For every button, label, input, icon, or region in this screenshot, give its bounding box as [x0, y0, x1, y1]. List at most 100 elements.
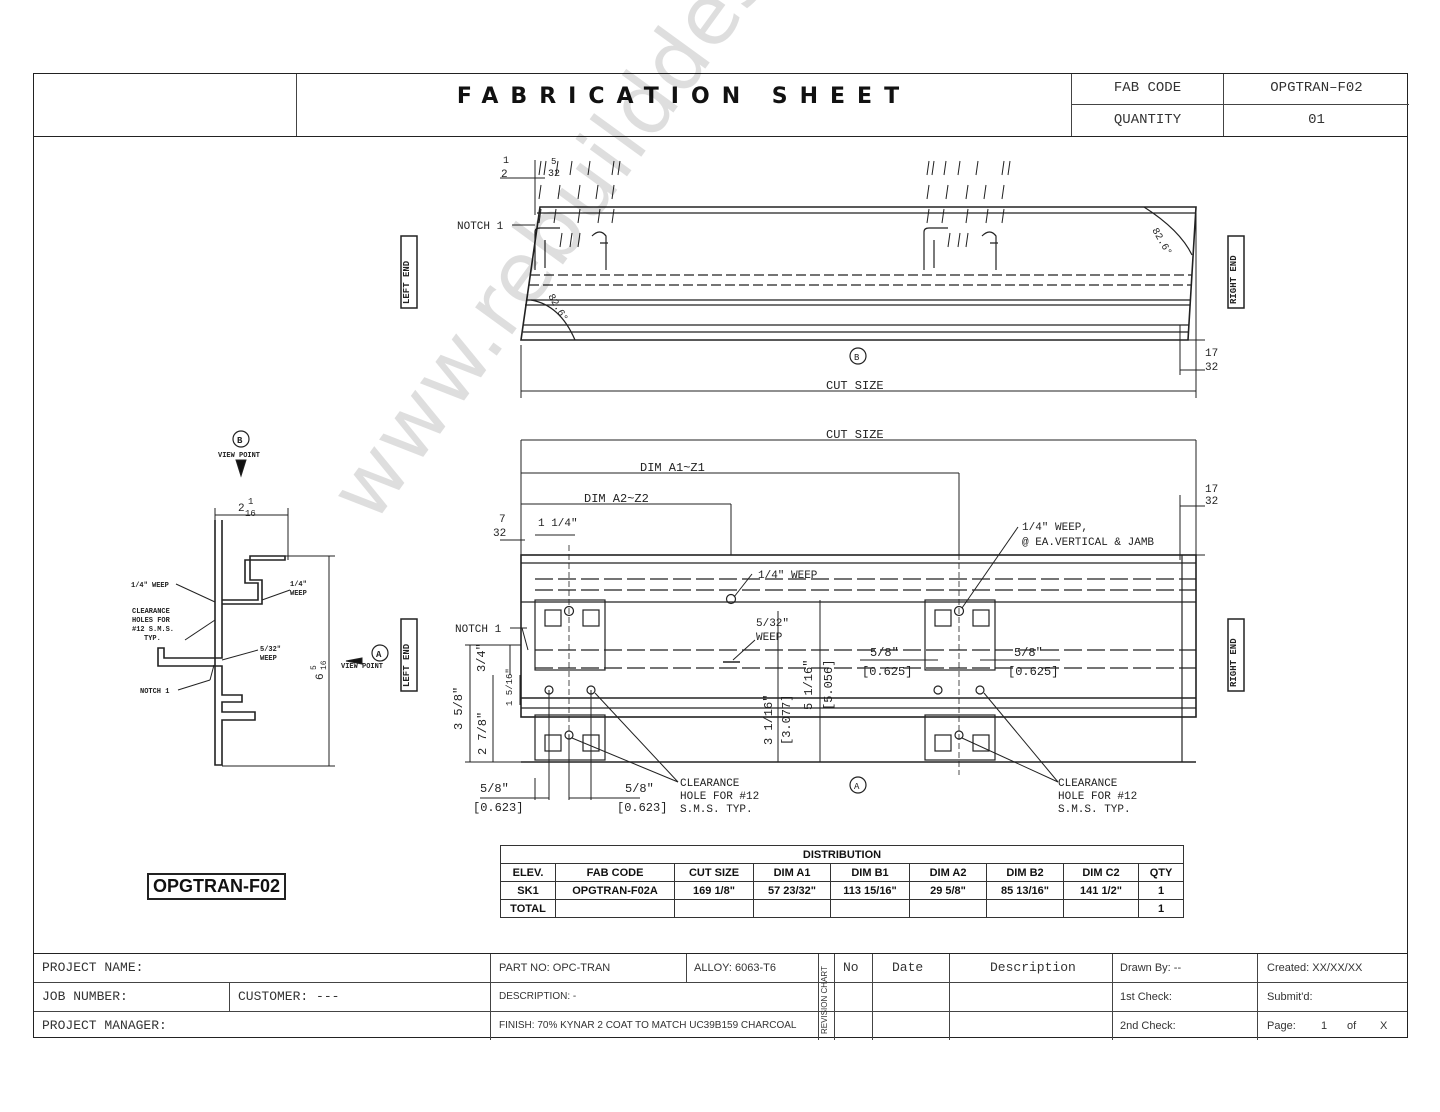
- h-0625-b: [0.625]: [1008, 665, 1058, 679]
- table-cell: [555, 899, 675, 918]
- table-cell: [909, 899, 987, 918]
- created-date: Created: XX/XX/XX: [1267, 962, 1363, 974]
- quantity-value: 01: [1308, 112, 1325, 128]
- top-dim-top2-den: 32: [548, 169, 560, 180]
- part-label-box: OPGTRAN-F02: [147, 873, 287, 900]
- table-cell: 141 1/2": [1063, 881, 1139, 900]
- dist-header-dim-b2: DIM B2: [986, 863, 1064, 882]
- top-dim-right-den: 32: [1205, 362, 1218, 374]
- dim-1-1-4-label: 1 1/4": [538, 518, 578, 530]
- top-notch-label: NOTCH 1: [457, 221, 504, 233]
- section-view-b-marker: B: [237, 436, 243, 446]
- top-angle-left: 82.6°: [545, 292, 570, 324]
- top-view-extrusion: [520, 160, 1197, 341]
- first-check: 1st Check:: [1120, 991, 1172, 1003]
- h-5-8-b: 5/8": [1014, 646, 1043, 660]
- dist-header-elev: ELEV.: [500, 863, 556, 882]
- second-check: 2nd Check:: [1120, 1020, 1176, 1032]
- front-notch-label: NOTCH 1: [455, 624, 502, 636]
- section-clearance-1: CLEARANCE: [132, 608, 170, 616]
- fab-code-value: OPGTRAN–F02: [1270, 80, 1363, 96]
- table-row: TOTAL 1: [500, 899, 1184, 918]
- section-clearance-3: #12 S.M.S.: [132, 626, 174, 634]
- distribution-table: DISTRIBUTION ELEV. FAB CODE CUT SIZE DIM…: [500, 845, 1184, 918]
- h-0625-a: [0.625]: [862, 665, 912, 679]
- weep-right-label: 1/4" WEEP,: [1022, 522, 1088, 534]
- top-left-end-label: LEFT END: [402, 260, 412, 304]
- weep-right-label-2: @ EA.VERTICAL & JAMB: [1022, 537, 1154, 549]
- table-cell: 1: [1138, 881, 1184, 900]
- page-of: of: [1347, 1020, 1357, 1032]
- v-1-5-16: 1 5/16": [505, 668, 515, 706]
- table-cell: [1063, 899, 1139, 918]
- title-block: PROJECT NAME: JOB NUMBER: CUSTOMER: --- …: [34, 953, 1407, 1040]
- sheet-title: FABRICATION SHEET: [456, 83, 912, 109]
- section-dimensions: [175, 459, 363, 767]
- header-divider: [296, 74, 297, 136]
- drawn-by: Drawn By: --: [1120, 962, 1182, 974]
- table-row: SK1 OPGTRAN-F02A 169 1/8" 57 23/32" 113 …: [500, 881, 1184, 900]
- section-weep-14-left: 1/4" WEEP: [131, 582, 169, 590]
- clearance-left-3: S.M.S. TYP.: [680, 804, 753, 816]
- dim-a1-label: DIM A1~Z1: [640, 461, 705, 475]
- section-height-num: 5: [310, 665, 319, 670]
- section-view-a-marker: A: [376, 650, 382, 660]
- front-dim-right-den: 32: [1205, 496, 1218, 508]
- section-weep-532: 5/32": [260, 646, 281, 654]
- part-label: OPGTRAN-F02: [153, 876, 281, 896]
- table-cell: SK1: [500, 881, 556, 900]
- table-cell: [986, 899, 1064, 918]
- weep-532-label: 5/32": [756, 618, 789, 630]
- table-cell: 169 1/8": [674, 881, 754, 900]
- page-total: X: [1380, 1020, 1388, 1032]
- customer-label: CUSTOMER: ---: [238, 989, 340, 1004]
- table-cell: [830, 899, 910, 918]
- table-cell: 57 23/32": [753, 881, 831, 900]
- submitted: Submit'd:: [1267, 991, 1313, 1003]
- finish: FINISH: 70% KYNAR 2 COAT TO MATCH UC39B1…: [499, 1020, 797, 1031]
- top-right-end-label: RIGHT END: [1229, 255, 1239, 304]
- fab-code-label: FAB CODE: [1113, 80, 1182, 96]
- weep-center-label: 1/4" WEEP: [758, 570, 818, 582]
- section-width-whole: 2: [238, 503, 245, 515]
- v-5-056: [5.056]: [822, 660, 836, 710]
- v-3-4: 3/4": [475, 643, 489, 672]
- dist-header-dim-b1: DIM B1: [830, 863, 910, 882]
- clearance-right-3: S.M.S. TYP.: [1058, 804, 1131, 816]
- distribution-title: DISTRIBUTION: [500, 845, 1184, 864]
- front-view-marker: A: [854, 782, 860, 792]
- front-dim-left-den: 32: [493, 528, 506, 540]
- section-clearance-4: TYP.: [144, 635, 161, 643]
- fabrication-sheet: FABRICATION SHEET FAB CODE OPGTRAN–F02 Q…: [33, 73, 1409, 1040]
- table-cell: 29 5/8": [909, 881, 987, 900]
- top-dim-right-num: 17: [1205, 348, 1218, 360]
- description: DESCRIPTION: -: [499, 991, 577, 1002]
- top-dim-top-den: 2: [501, 169, 508, 181]
- dist-header-qty: QTY: [1138, 863, 1184, 882]
- section-height-den: 16: [320, 660, 329, 670]
- dist-header-dim-c2: DIM C2: [1063, 863, 1139, 882]
- page-number: 1: [1321, 1020, 1328, 1032]
- v-3-077: [3.077]: [780, 695, 794, 745]
- v-3-1-16: 3 1/16": [762, 695, 776, 745]
- top-view-marker: B: [854, 353, 860, 363]
- job-number-label: JOB NUMBER:: [42, 989, 128, 1004]
- dist-header-fab-code: FAB CODE: [555, 863, 675, 882]
- front-left-end-label: LEFT END: [402, 643, 412, 687]
- clearance-right-1: CLEARANCE: [1058, 778, 1118, 790]
- front-dim-right-num: 17: [1205, 484, 1218, 496]
- revision-description-header: Description: [990, 960, 1076, 975]
- front-view-dimensions: [465, 224, 1205, 800]
- h-5-8-d: 5/8": [625, 782, 654, 796]
- table-cell: [753, 899, 831, 918]
- revision-date-header: Date: [892, 960, 924, 975]
- part-number: PART NO: OPC-TRAN: [499, 962, 611, 974]
- section-view-point-b: VIEW POINT: [218, 452, 260, 460]
- h-5-8-c: 5/8": [480, 782, 509, 796]
- h-0623-d: [0.623]: [617, 801, 667, 815]
- section-weep-14-right: 1/4": [290, 581, 307, 589]
- h-5-8-a: 5/8": [870, 646, 899, 660]
- section-profile: [157, 520, 286, 766]
- v-2-7-8: 2 7/8": [476, 712, 490, 755]
